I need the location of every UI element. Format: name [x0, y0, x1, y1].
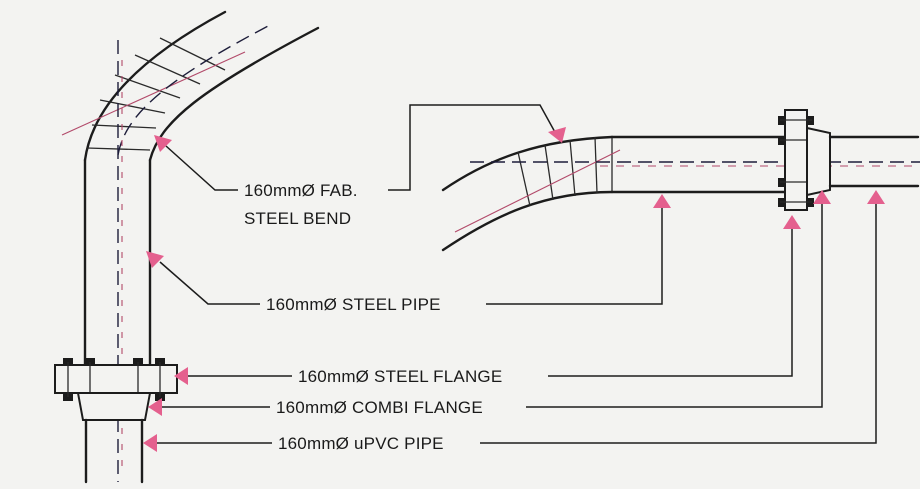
left-combi-flange [76, 392, 152, 421]
label-combi-flange: 160mmØ COMBI FLANGE [276, 398, 483, 417]
left-bend-centerline [61, 51, 246, 136]
left-pipe-assembly [54, 10, 320, 484]
right-steel-flange [784, 109, 808, 211]
right-bend-lower-wall [441, 190, 614, 252]
label-steel-pipe: 160mmØ STEEL PIPE [266, 295, 441, 314]
callout-labels: 160mmØ FAB. STEEL BEND 160mmØ STEEL PIPE… [244, 181, 502, 453]
arrow-steel-pipe-left [146, 251, 164, 268]
label-steel-flange: 160mmØ STEEL FLANGE [298, 367, 502, 386]
right-bend-upper-wall [441, 135, 614, 192]
arrow-combi-flange-left [148, 398, 162, 416]
arrow-upvc-right [867, 190, 885, 204]
leader-lines [152, 104, 877, 444]
leader-steel-pipe-left [159, 261, 260, 305]
leader-combi-flange-right [526, 200, 823, 408]
arrow-bend-right [548, 127, 566, 143]
label-bend-line2: STEEL BEND [244, 209, 351, 228]
arrow-steel-flange-left [174, 367, 188, 385]
arrow-steel-flange-right [783, 215, 801, 229]
right-bend-centerline-red [454, 149, 621, 233]
left-bend-dash [117, 24, 271, 156]
leader-steel-pipe-right [486, 204, 663, 305]
left-steel-flange [54, 364, 178, 394]
label-upvc-pipe: 160mmØ uPVC PIPE [278, 434, 444, 453]
arrowheads [143, 127, 885, 452]
left-bend-outer-wall [83, 10, 227, 162]
leader-steel-flange-right [548, 225, 793, 377]
left-bend-inner-wall [148, 26, 320, 162]
arrow-bend-left [154, 135, 172, 152]
leader-bend-left [165, 145, 238, 191]
left-flange-bolts [63, 358, 165, 401]
leader-upvc-right [480, 200, 877, 444]
right-combi-flange [806, 126, 831, 197]
right-pipe-assembly [441, 109, 920, 252]
arrow-combi-flange-right [813, 190, 831, 204]
leader-bend-right [388, 104, 557, 191]
right-bend-segments [517, 136, 613, 207]
arrow-upvc-left [143, 434, 157, 452]
arrow-steel-pipe-right [653, 194, 671, 208]
label-bend-line1: 160mmØ FAB. [244, 181, 358, 200]
